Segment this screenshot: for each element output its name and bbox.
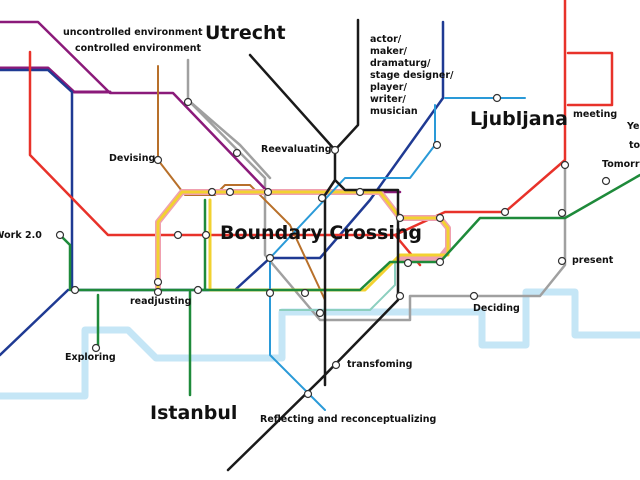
station-work: Work 2.0 [0,230,42,241]
station-present: present [572,255,614,266]
station-transforming: transfoming [347,359,413,370]
station-reevaluating: Reevaluating [261,144,332,155]
role-item: maker/ [370,46,407,57]
station-devising: Devising [109,153,156,164]
station-markers [55,93,611,399]
station-deciding: Deciding [473,303,520,314]
green-line [60,173,640,397]
role-item: dramaturg/ [370,58,431,69]
navy-line [0,20,445,357]
role-item: writer/ [370,94,406,105]
station-readjusting: readjusting [130,296,192,307]
station-yesterday: Yes [627,121,640,132]
purple-line-2 [0,66,112,94]
city-istanbul: Istanbul [150,402,238,424]
station-meeting: meeting [573,109,618,120]
role-item: player/ [370,82,407,93]
station-controlled: controlled environment [75,43,202,54]
station-tomorrow: Tomorro [602,159,640,170]
role-item: stage designer/ [370,70,454,81]
station-exploring: Exploring [65,352,116,363]
map-title: Boundary Crossing [220,222,423,244]
station-reflecting: Reflecting and reconceptualizing [260,414,437,425]
orange-line [157,65,326,361]
station-uncontrolled: uncontrolled environment [63,27,203,38]
station-today: to [629,140,640,151]
roles-list: actor/ maker/ dramaturg/ stage designer/… [370,34,453,118]
role-item: actor/ [370,34,402,45]
river [0,288,640,400]
role-item: musician [370,106,418,117]
city-ljubljana: Ljubljana [470,108,568,130]
teal-line [279,259,396,311]
city-utrecht: Utrecht [205,22,286,44]
grey-line [186,58,567,322]
